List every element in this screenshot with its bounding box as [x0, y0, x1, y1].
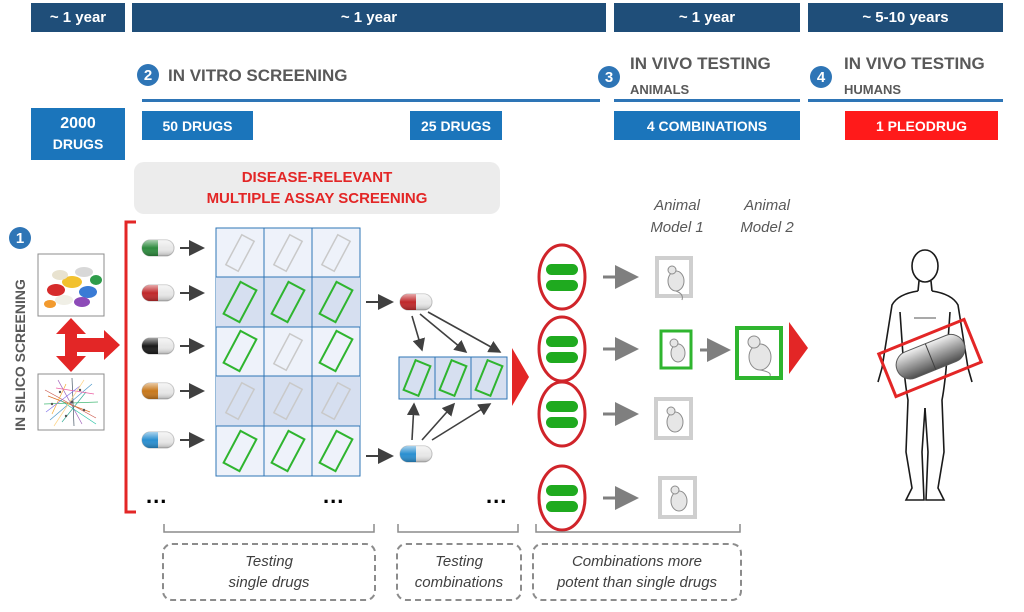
drug-to-assay-arrows: [180, 240, 205, 448]
rule-humans: [808, 99, 1003, 102]
pleodrug-icon: [876, 317, 984, 399]
assay-label-line2: MULTIPLE ASSAY SCREENING: [206, 190, 428, 207]
footer-potent-combinations-line2: potent than single drugs: [556, 574, 718, 591]
footer-combinations: Testing combinations: [396, 543, 522, 601]
flow-arrow-icon: [512, 348, 529, 406]
animal-model-1-line2: Model 1: [650, 219, 704, 236]
animal-model-2-line2: Model 2: [740, 219, 794, 236]
mouse-icon-4: [658, 476, 697, 519]
more-combinations-ellipsis: ...: [486, 483, 508, 508]
capsule-icon-black: [141, 337, 175, 355]
assay-to-selection-arrows: [366, 294, 394, 464]
combination-icon-3: [537, 380, 587, 448]
footer-single-drugs-line1: Testing: [245, 553, 293, 570]
footer-combinations-line1: Testing: [435, 553, 483, 570]
capsule-icon-green: [141, 239, 175, 257]
combination-icon-4: [537, 464, 587, 532]
assay-grid: [215, 227, 361, 477]
selected-capsule-icon-red: [399, 293, 433, 311]
mouse-icon-2: [659, 329, 693, 370]
footer-combinations-line2: combinations: [414, 574, 504, 591]
assay-label-line1: DISEASE-RELEVANT: [241, 169, 393, 186]
stage-3-number: 3: [598, 66, 620, 88]
more-assays-ellipsis: ...: [323, 483, 345, 508]
stage-4-subtitle: HUMANS: [844, 82, 902, 97]
stage-4-number: 4: [810, 66, 832, 88]
combination-arrows: [406, 311, 502, 441]
assay-label: DISEASE-RELEVANT MULTIPLE ASSAY SCREENIN…: [134, 162, 500, 214]
footer-potent-combinations: Combinations more potent than single dru…: [532, 543, 742, 601]
animal-model-1-label: Animal Model 1: [636, 195, 718, 239]
footer-single-drugs: Testing single drugs: [162, 543, 376, 601]
combination-grid: [398, 356, 508, 400]
stage-4-title: IN VIVO TESTING: [844, 54, 985, 73]
combination-to-animal-arrows: [603, 265, 731, 510]
stage-2-number: 2: [137, 64, 159, 86]
duration-in-silico: ~ 1 year: [31, 3, 125, 32]
mouse-icon-3: [654, 397, 693, 440]
animal-model-2-label: Animal Model 2: [724, 195, 810, 239]
mouse-icon-1: [655, 256, 693, 301]
stage-1-number: 1: [9, 227, 31, 249]
capsule-icon-blue: [141, 431, 175, 449]
stage-3-title: IN VIVO TESTING: [630, 54, 771, 73]
count-start-unit: DRUGS: [52, 136, 104, 152]
count-in-vitro-25: 25 DRUGS: [410, 111, 502, 140]
flow-arrow-icon-2: [789, 322, 808, 374]
footer-single-drugs-line2: single drugs: [228, 574, 310, 591]
capsule-icon-orange: [141, 382, 175, 400]
stage-3-subtitle: ANIMALS: [630, 82, 690, 97]
count-animals: 4 COMBINATIONS: [614, 111, 800, 140]
combination-icon-1: [537, 243, 587, 311]
count-in-vitro-50: 50 DRUGS: [142, 111, 253, 140]
count-start: 2000 DRUGS: [31, 108, 125, 160]
rule-animals: [614, 99, 800, 102]
animal-model-2-line1: Animal: [744, 197, 790, 214]
mouse-icon-model-2: [735, 326, 783, 380]
animal-model-1-line1: Animal: [654, 197, 700, 214]
rule-in-vitro: [142, 99, 600, 102]
library-bracket: [124, 220, 136, 514]
selected-capsule-icon-blue: [399, 445, 433, 463]
footer-potent-combinations-line1: Combinations more: [571, 553, 703, 570]
duration-humans: ~ 5-10 years: [808, 3, 1003, 32]
capsule-icon-red: [141, 284, 175, 302]
more-drugs-ellipsis: ...: [146, 483, 168, 508]
count-start-number: 2000: [60, 115, 96, 132]
duration-animals: ~ 1 year: [614, 3, 800, 32]
duration-in-vitro: ~ 1 year: [132, 3, 606, 32]
network-icon: [37, 373, 105, 431]
pill-pile-icon: [37, 253, 105, 317]
stage-2-title: IN VITRO SCREENING: [168, 66, 348, 85]
count-humans: 1 PLEODRUG: [845, 111, 998, 140]
bidirectional-arrow-icon: [56, 318, 120, 372]
